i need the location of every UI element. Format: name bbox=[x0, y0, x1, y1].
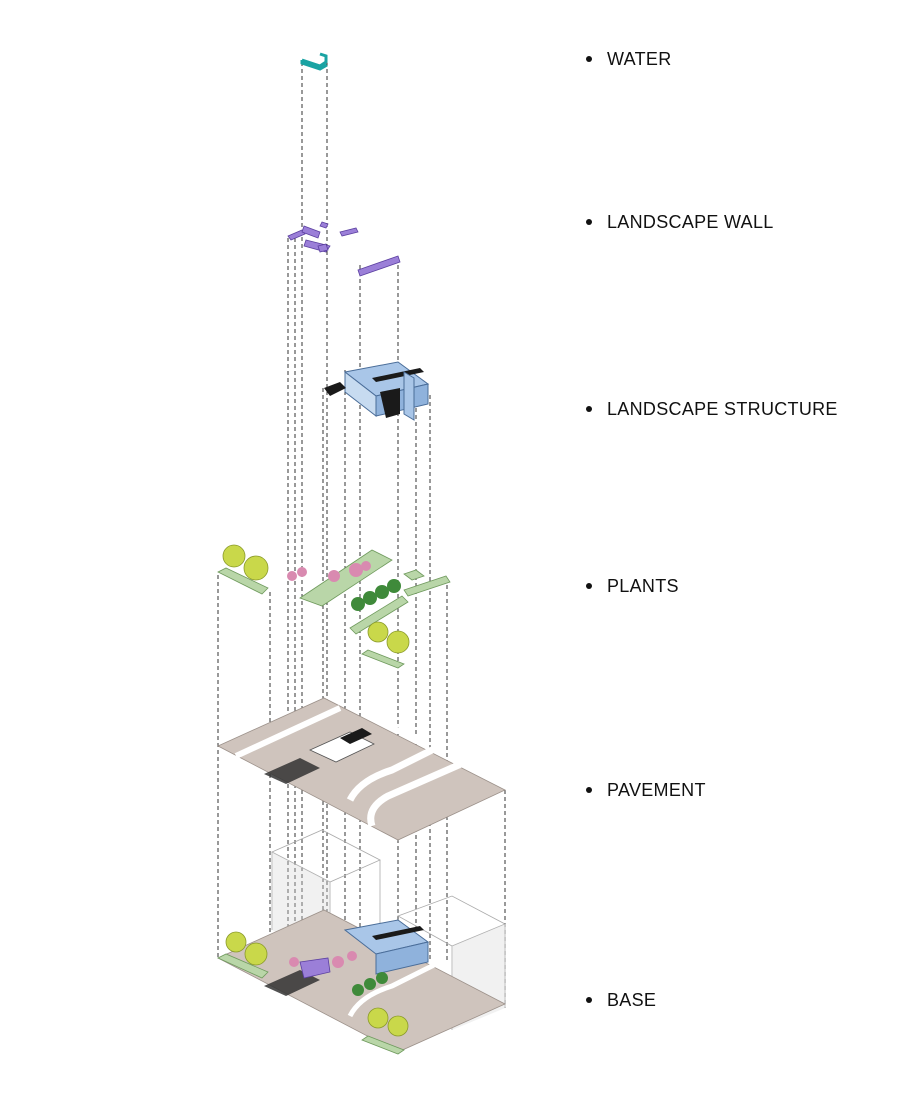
exploded-axonometric-diagram bbox=[217, 52, 506, 1055]
legend-label-landscape-structure: LANDSCAPE STRUCTURE bbox=[607, 398, 838, 419]
base-layer bbox=[217, 829, 506, 1055]
plants-layer bbox=[217, 544, 451, 669]
legend-label-water: WATER bbox=[607, 48, 672, 69]
legend-label-plants: PLANTS bbox=[607, 575, 679, 596]
legend-label-base: BASE bbox=[607, 989, 657, 1010]
legend-item-landscape-wall: LANDSCAPE WALL bbox=[586, 210, 774, 234]
legend-label-pavement: PAVEMENT bbox=[607, 779, 706, 800]
bullet-icon bbox=[586, 583, 592, 589]
bullet-icon bbox=[586, 997, 592, 1003]
projection-guide-lines bbox=[217, 62, 506, 1008]
legend-item-water: WATER bbox=[586, 47, 672, 71]
legend-label-landscape-wall: LANDSCAPE WALL bbox=[607, 211, 774, 232]
landscape-wall-layer bbox=[287, 221, 401, 277]
bullet-icon bbox=[586, 787, 592, 793]
legend-item-landscape-structure: LANDSCAPE STRUCTURE bbox=[586, 397, 838, 421]
bullet-icon bbox=[586, 219, 592, 225]
pavement-layer bbox=[217, 697, 506, 841]
landscape-structure-layer bbox=[324, 361, 430, 421]
legend-item-plants: PLANTS bbox=[586, 574, 679, 598]
water-layer bbox=[300, 52, 328, 71]
legend-item-base: BASE bbox=[586, 988, 656, 1012]
legend-item-pavement: PAVEMENT bbox=[586, 778, 706, 802]
bullet-icon bbox=[586, 406, 592, 412]
bullet-icon bbox=[586, 56, 592, 62]
